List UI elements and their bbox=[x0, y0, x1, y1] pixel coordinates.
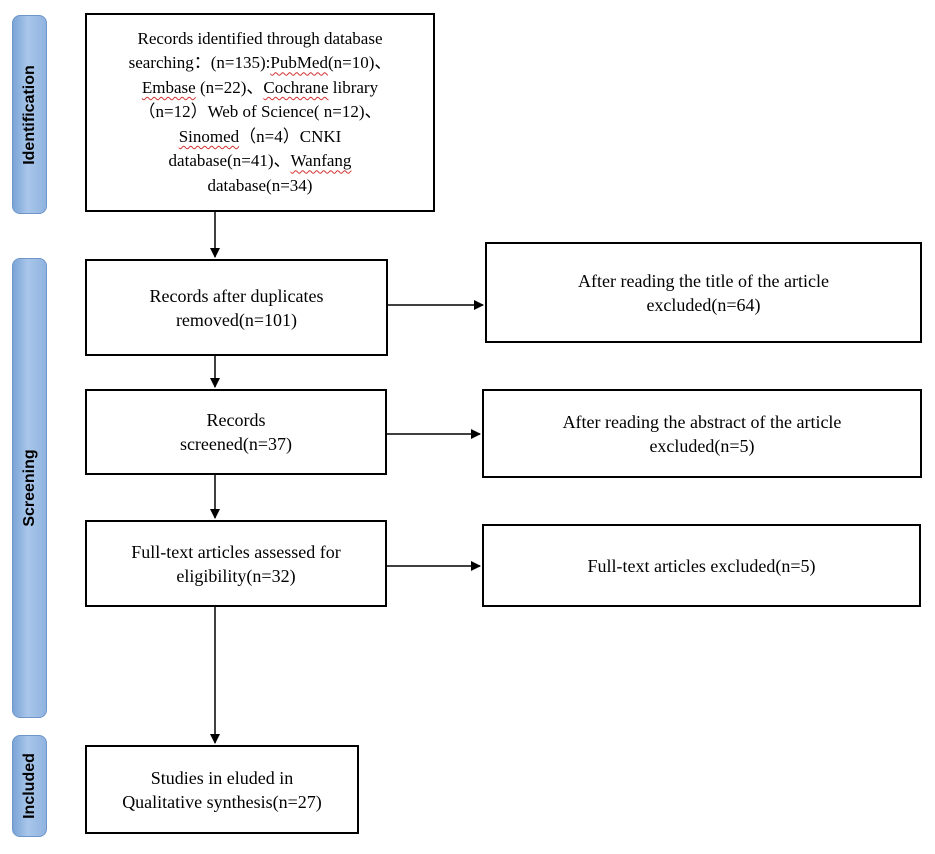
title-excluded-box: After reading the title of the article e… bbox=[485, 242, 922, 343]
records-identified-text: Records identified through database sear… bbox=[129, 27, 392, 199]
text-line: Records bbox=[206, 410, 266, 430]
records-screened-box: Records screened(n=37) bbox=[85, 389, 387, 475]
included-studies-box: Studies in eluded in Qualitative synthes… bbox=[85, 745, 359, 834]
text-line: Full-text articles assessed for bbox=[131, 541, 341, 562]
text-run: library bbox=[328, 77, 379, 97]
text-run: (n=10)、 bbox=[327, 53, 392, 73]
text-run: (n=22)、 bbox=[195, 77, 264, 97]
phase-bar-included: Included bbox=[12, 735, 47, 837]
text-line: excluded(n=5) bbox=[649, 435, 755, 456]
text-line: Records identified through database bbox=[129, 27, 392, 52]
phase-bar-identification: Identification bbox=[12, 15, 47, 214]
records-screened-text: Records screened(n=37) bbox=[180, 408, 292, 456]
text-line: removed(n=101) bbox=[175, 309, 298, 330]
text-line: database(n=41)、Wanfang bbox=[129, 149, 392, 174]
text-run: （n=12）Web of Science( n=12)、 bbox=[138, 102, 382, 122]
records-after-duplicates-box: Records after duplicates removed(n=101) bbox=[85, 259, 388, 356]
spellcheck-word: Cochrane bbox=[263, 77, 329, 97]
fulltext-excluded-text: Full-text articles excluded(n=5) bbox=[587, 554, 815, 578]
fulltext-assessed-text: Full-text articles assessed for eligibil… bbox=[131, 540, 340, 588]
text-run: Records identified through database bbox=[137, 28, 383, 48]
spellcheck-word: Sinomed bbox=[178, 126, 240, 146]
text-line: searching：(n=135):PubMed(n=10)、 bbox=[129, 51, 392, 76]
fulltext-excluded-box: Full-text articles excluded(n=5) bbox=[482, 524, 921, 607]
text-line: After reading the title of the article bbox=[578, 270, 829, 291]
text-line: Qualitative synthesis(n=27) bbox=[122, 791, 322, 812]
records-identified-box: Records identified through database sear… bbox=[85, 13, 435, 212]
text-line: excluded(n=64) bbox=[646, 294, 761, 315]
text-line: Full-text articles excluded(n=5) bbox=[587, 555, 816, 576]
text-run: （n=4）CNKI bbox=[239, 126, 342, 146]
text-line: Studies in eluded in bbox=[150, 767, 294, 788]
text-line: database(n=34) bbox=[129, 174, 392, 199]
phase-bar-screening: Screening bbox=[12, 258, 47, 718]
text-line: Sinomed（n=4）CNKI bbox=[129, 125, 392, 150]
text-run: searching：(n=135): bbox=[128, 53, 271, 73]
spellcheck-word: PubMed bbox=[270, 53, 328, 73]
text-run: database(n=41)、 bbox=[168, 151, 291, 171]
title-excluded-text: After reading the title of the article e… bbox=[578, 269, 829, 317]
spellcheck-word: Wanfang bbox=[290, 151, 352, 171]
text-line: （n=12）Web of Science( n=12)、 bbox=[129, 100, 392, 125]
fulltext-assessed-box: Full-text articles assessed for eligibil… bbox=[85, 520, 387, 607]
records-after-duplicates-text: Records after duplicates removed(n=101) bbox=[150, 284, 324, 332]
abstract-excluded-text: After reading the abstract of the articl… bbox=[563, 410, 842, 458]
spellcheck-word: Embase bbox=[141, 77, 196, 97]
text-run: database(n=34) bbox=[207, 175, 313, 195]
text-line: Records after duplicates bbox=[149, 285, 324, 306]
text-line: screened(n=37) bbox=[179, 434, 293, 454]
included-studies-text: Studies in eluded in Qualitative synthes… bbox=[122, 766, 322, 814]
text-line: eligibility(n=32) bbox=[176, 565, 296, 586]
text-line: After reading the abstract of the articl… bbox=[562, 411, 842, 432]
text-line: Embase (n=22)、Cochrane library bbox=[129, 76, 392, 101]
abstract-excluded-box: After reading the abstract of the articl… bbox=[482, 389, 922, 478]
